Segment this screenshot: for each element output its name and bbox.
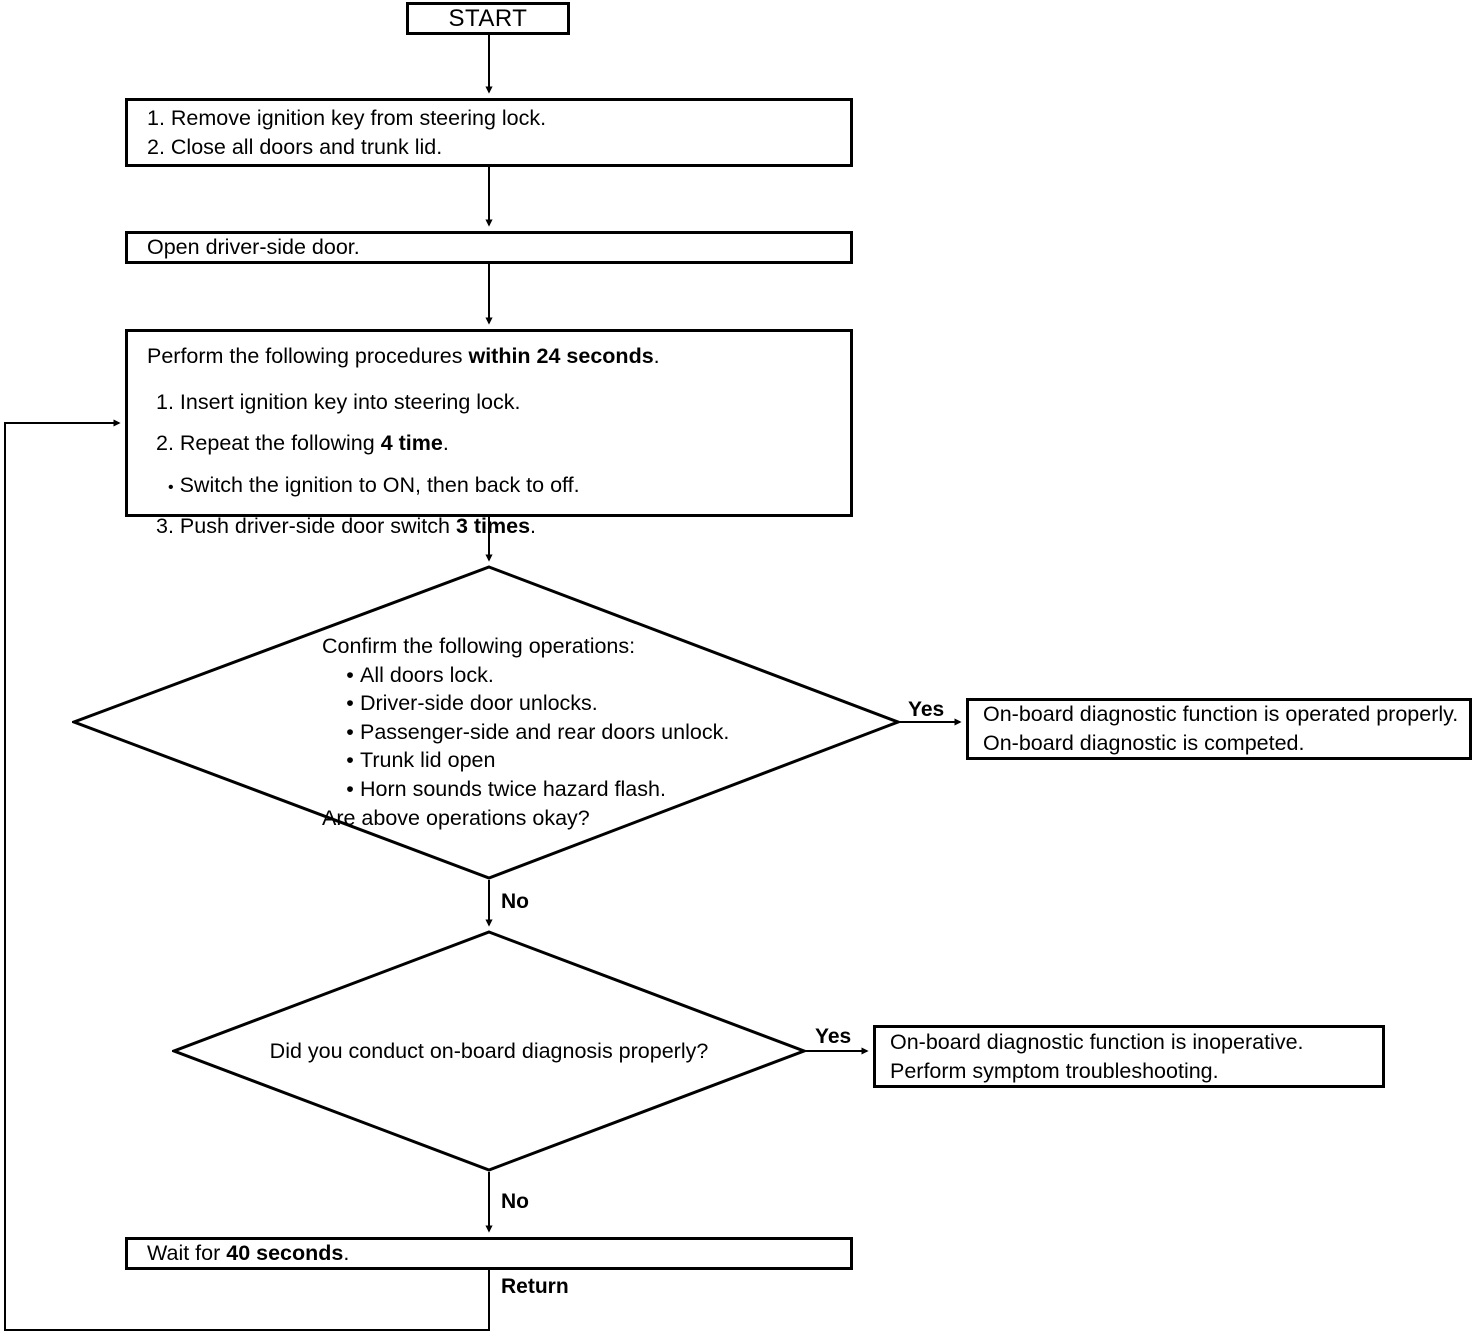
edge-label-yes-confirm: Yes: [908, 698, 944, 722]
procedures-item-3-post: .: [530, 514, 537, 539]
bullet-glyph-icon: •: [346, 776, 354, 801]
bullet-glyph-icon: •: [346, 662, 354, 687]
result-ok-line-2: On-board diagnostic is competed.: [983, 731, 1305, 755]
result-inoperative-line-2: Perform symptom troubleshooting.: [890, 1058, 1219, 1083]
decision-confirm-bullet-1-text: All doors lock.: [360, 662, 494, 687]
bullet-glyph-icon: •: [346, 691, 354, 716]
node-step-initial: 1. Remove ignition key from steering loc…: [125, 98, 853, 167]
result-ok-line-1: On-board diagnostic function is operated…: [983, 702, 1459, 727]
decision-confirm-bullet-5-text: Horn sounds twice hazard flash.: [360, 776, 666, 801]
procedures-item-3-bold: 3 times: [455, 514, 531, 539]
step-open-door-label: Open driver-side door.: [147, 235, 360, 260]
decision-confirm-bullet-3: •Passenger-side and rear doors unlock.: [322, 718, 729, 747]
edge-label-no-conducted: No: [501, 1190, 529, 1214]
edge-label-yes-conducted: Yes: [815, 1025, 851, 1049]
edge-label-return: Return: [501, 1275, 569, 1299]
node-result-inoperative: On-board diagnostic function is inoperat…: [873, 1025, 1385, 1088]
bullet-glyph-icon: •: [346, 748, 354, 773]
procedures-sub-bullet: • Switch the ignition to ON, then back t…: [128, 471, 850, 500]
node-decision-conducted: Did you conduct on-board diagnosis prope…: [169, 930, 809, 1172]
result-inoperative-line-1: On-board diagnostic function is inoperat…: [890, 1029, 1304, 1054]
node-start: START: [406, 2, 570, 35]
procedures-sub-bullet-text: Switch the ignition to ON, then back to …: [179, 472, 580, 497]
bullet-glyph-icon: •: [346, 719, 354, 744]
step-wait-label: Wait for 40 seconds.: [128, 1239, 850, 1268]
decision-confirm-bullet-4: •Trunk lid open: [322, 746, 729, 775]
procedures-item-2: 2. Repeat the following 4 time.: [128, 429, 850, 458]
procedures-item-3-pre: 3. Push driver-side door switch: [156, 514, 456, 539]
step-initial-line-1: 1. Remove ignition key from steering loc…: [147, 105, 547, 130]
node-step-procedures: Perform the following procedures within …: [125, 329, 853, 538]
step-initial-line-2: 2. Close all doors and trunk lid.: [147, 134, 443, 159]
node-step-open-door: Open driver-side door.: [125, 231, 853, 264]
procedures-heading-post: .: [653, 344, 660, 368]
procedures-item-1: 1. Insert ignition key into steering loc…: [156, 389, 521, 414]
decision-confirm-bullet-2-text: Driver-side door unlocks.: [360, 691, 598, 716]
node-decision-confirm: Confirm the following operations: •All d…: [69, 565, 903, 880]
procedures-item-3: 3. Push driver-side door switch 3 times.: [128, 512, 850, 541]
node-step-wait: Wait for 40 seconds.: [125, 1237, 853, 1270]
return-text: Return: [501, 1275, 569, 1298]
start-label: START: [448, 4, 528, 32]
bullet-glyph-icon: •: [168, 478, 174, 496]
decision-confirm-bullet-2: •Driver-side door unlocks.: [322, 689, 729, 718]
yes-confirm-text: Yes: [908, 698, 945, 721]
decision-confirm-heading: Confirm the following operations:: [322, 634, 636, 658]
procedures-item-2-bold: 4 time: [380, 431, 443, 456]
procedures-heading-pre: Perform the following procedures: [147, 344, 469, 368]
decision-confirm-bullet-3-text: Passenger-side and rear doors unlock.: [360, 719, 730, 744]
decision-conducted-text: Did you conduct on-board diagnosis prope…: [172, 1037, 806, 1066]
no-confirm-text: No: [501, 890, 529, 913]
node-result-ok: On-board diagnostic function is operated…: [966, 698, 1472, 760]
step-wait-bold: 40 seconds: [226, 1241, 344, 1266]
decision-confirm-bullet-1: •All doors lock.: [322, 661, 729, 690]
procedures-heading: Perform the following procedures within …: [128, 342, 850, 371]
decision-confirm-text: Confirm the following operations: •All d…: [322, 632, 729, 832]
decision-confirm-question: Are above operations okay?: [322, 805, 590, 830]
decision-conducted-question: Did you conduct on-board diagnosis prope…: [269, 1039, 709, 1063]
decision-confirm-bullet-5: •Horn sounds twice hazard flash.: [322, 775, 729, 804]
decision-confirm-bullet-4-text: Trunk lid open: [360, 748, 496, 773]
step-wait-pre: Wait for: [147, 1241, 227, 1266]
decision-confirm-shape: [69, 565, 903, 880]
decision-conducted-shape: [169, 930, 809, 1172]
step-wait-post: .: [343, 1241, 350, 1266]
no-conducted-text: No: [501, 1190, 529, 1213]
procedures-heading-bold: within 24 seconds: [468, 344, 654, 368]
yes-conducted-text: Yes: [815, 1025, 852, 1048]
edge-label-no-confirm: No: [501, 890, 529, 914]
procedures-item-2-post: .: [442, 431, 449, 456]
procedures-item-2-pre: 2. Repeat the following: [156, 431, 381, 456]
